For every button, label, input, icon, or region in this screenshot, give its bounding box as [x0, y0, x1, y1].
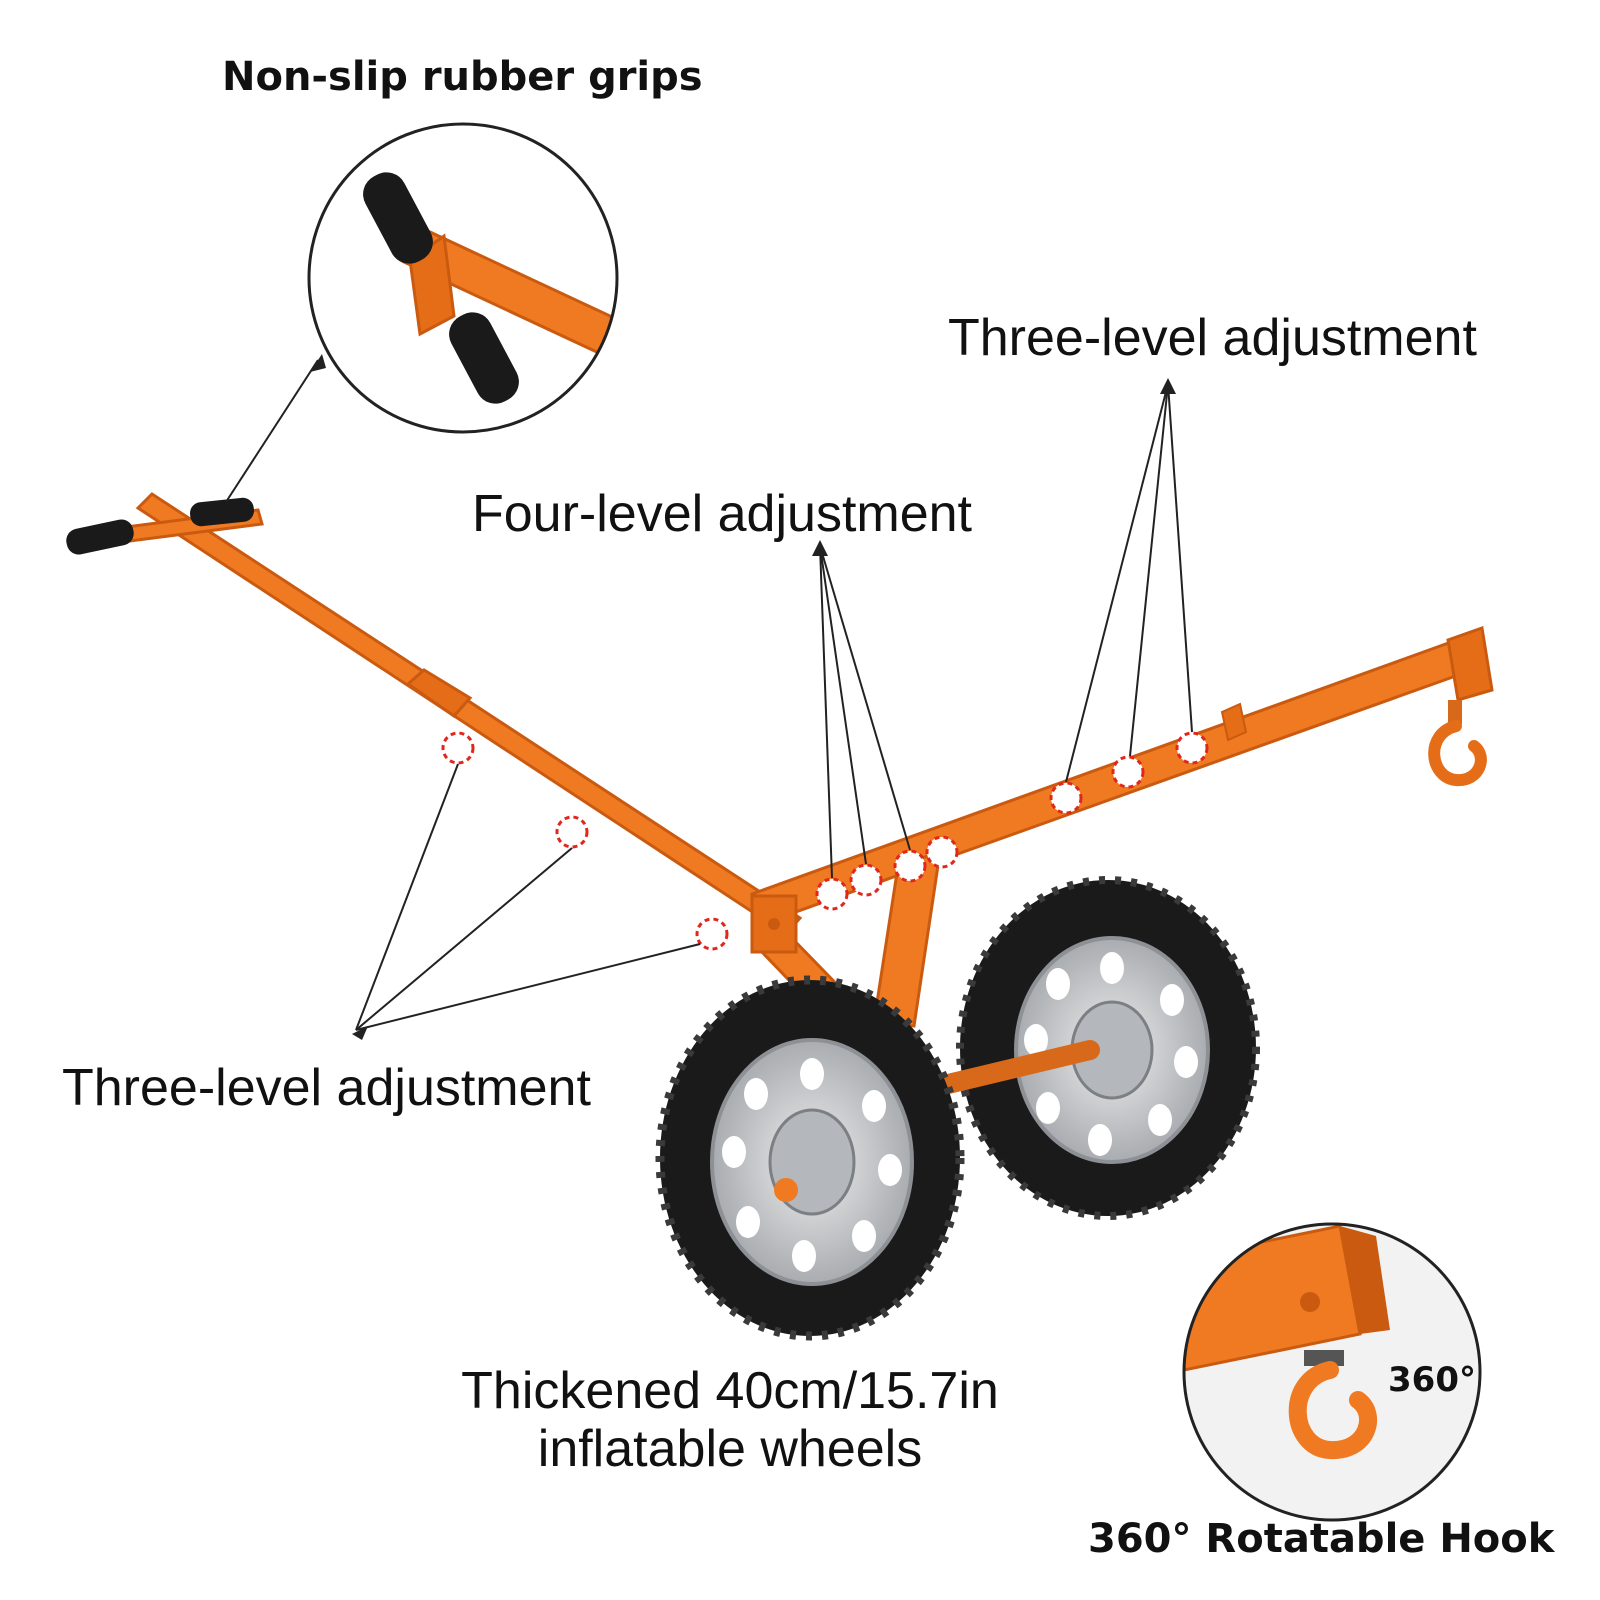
handle-grips	[66, 497, 254, 555]
four-level-adjustment-label: Four-level adjustment	[472, 485, 972, 543]
adjustment-hole-markers	[441, 731, 1209, 951]
front-wheel	[655, 975, 965, 1341]
three-level-adjustment-right-label: Three-level adjustment	[948, 309, 1477, 367]
grip-detail-inset	[307, 122, 619, 434]
hook-detail-inset	[1182, 1222, 1482, 1522]
rotation-badge: 360°	[1388, 1360, 1476, 1400]
three-level-adjustment-left-label: Three-level adjustment	[62, 1059, 591, 1117]
callout-lines	[225, 359, 1193, 1031]
callout-arrowheads	[310, 354, 1176, 1040]
boom-hook	[1428, 700, 1487, 787]
hook-label: 360° Rotatable Hook	[1088, 1516, 1555, 1562]
wheels-label-line2: inflatable wheels	[537, 1420, 923, 1478]
wheels-label-line1: Thickened 40cm/15.7in	[461, 1362, 999, 1420]
wheels-label: Thickened 40cm/15.7in inflatable wheels	[440, 1362, 1020, 1478]
grips-label: Non-slip rubber grips	[222, 54, 703, 100]
back-wheel	[956, 876, 1260, 1220]
